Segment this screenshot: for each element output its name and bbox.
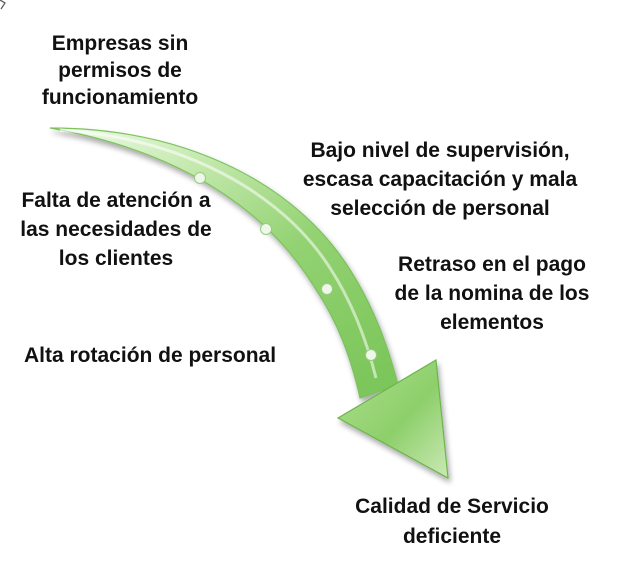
cause-empresas-sin-permisos: Empresas sin permisos de funcionamiento: [41, 32, 199, 109]
bead-1: [194, 172, 206, 184]
arrow-beads: [194, 172, 377, 361]
corner-mark: [0, 0, 6, 10]
bead-3: [321, 283, 333, 295]
bead-4: [365, 349, 377, 361]
cause-alta-rotacion: Alta rotación de personal: [24, 344, 277, 367]
cause-retraso-pago: Retraso en el pago de la nomina de los e…: [394, 253, 590, 334]
cause-falta-atencion: Falta de atención a las necesidades de l…: [20, 189, 212, 270]
cause-bajo-nivel-supervision: Bajo nivel de supervisión, escasa capaci…: [302, 139, 578, 220]
arrow-head: [336, 359, 449, 480]
bead-2: [260, 223, 272, 235]
effect-calidad-servicio: Calidad de Servicio deficiente: [355, 495, 549, 548]
